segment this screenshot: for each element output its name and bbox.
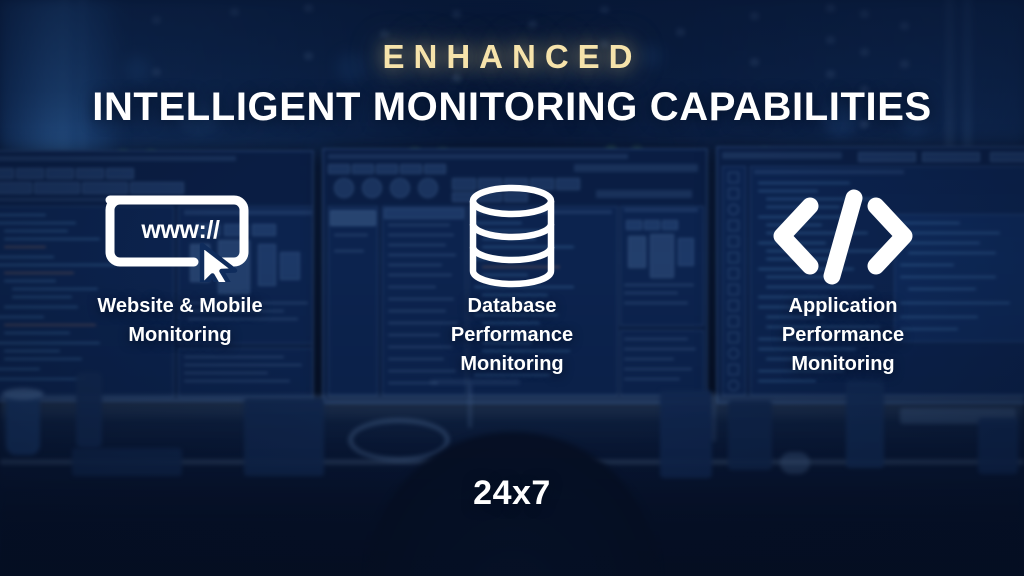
feature-card-label-database-performance: Database Performance Monitoring [362, 292, 662, 378]
availability-text: 24x7 [473, 474, 551, 512]
feature-label-line-3: Monitoring [460, 352, 564, 375]
feature-label-line-1: Database [467, 295, 557, 317]
kicker-text: ENHANCED [382, 38, 642, 75]
code-brackets-icon [693, 180, 993, 292]
feature-label-line-1: Application [788, 295, 898, 317]
feature-card-label-application-performance: Application Performance Monitoring [693, 292, 993, 378]
feature-label-line-1: Website & Mobile [97, 295, 263, 317]
feature-label-line-3: Monitoring [791, 352, 895, 375]
feature-card-database-performance[interactable]: Database Performance Monitoring [362, 180, 662, 378]
feature-label-line-2: Monitoring [128, 323, 232, 346]
feature-card-label-website-mobile: Website & Mobile Monitoring [30, 292, 330, 350]
browser-www-cursor-icon: www:// [30, 180, 330, 292]
database-cylinder-icon [362, 180, 662, 292]
feature-card-website-mobile[interactable]: www:// Website & Mobile Monitoring [30, 180, 330, 350]
background-header-shade [0, 0, 1024, 150]
feature-card-application-performance[interactable]: Application Performance Monitoring [693, 180, 993, 378]
feature-label-line-2: Performance [781, 323, 905, 346]
feature-label-line-2: Performance [450, 323, 574, 346]
page-title: INTELLIGENT MONITORING CAPABILITIES [92, 85, 932, 129]
browser-url-text: www:// [141, 216, 220, 244]
feature-card-list: www:// Website & Mobile Monitoring [0, 180, 1024, 410]
